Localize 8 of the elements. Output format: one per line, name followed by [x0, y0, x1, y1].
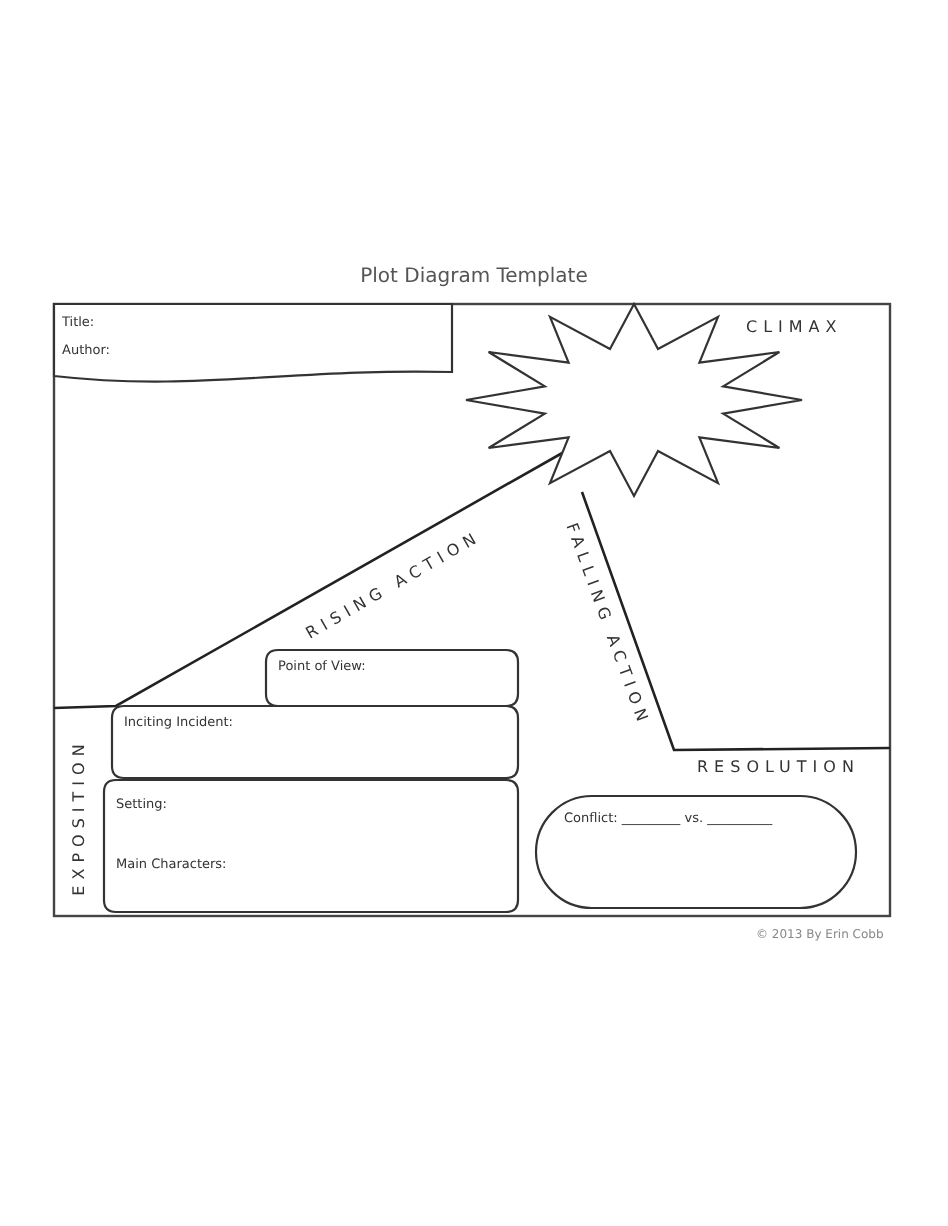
diagram-title: Plot Diagram Template — [358, 266, 590, 288]
section-label: RESOLUTION — [697, 757, 860, 775]
setting-characters-box — [104, 780, 518, 912]
title-author-box — [54, 304, 452, 384]
section-label: CLIMAX — [746, 317, 843, 335]
inciting-incident-box — [112, 706, 518, 778]
point-of-view-box — [266, 650, 518, 706]
section-label: EXPOSITION — [68, 737, 87, 895]
